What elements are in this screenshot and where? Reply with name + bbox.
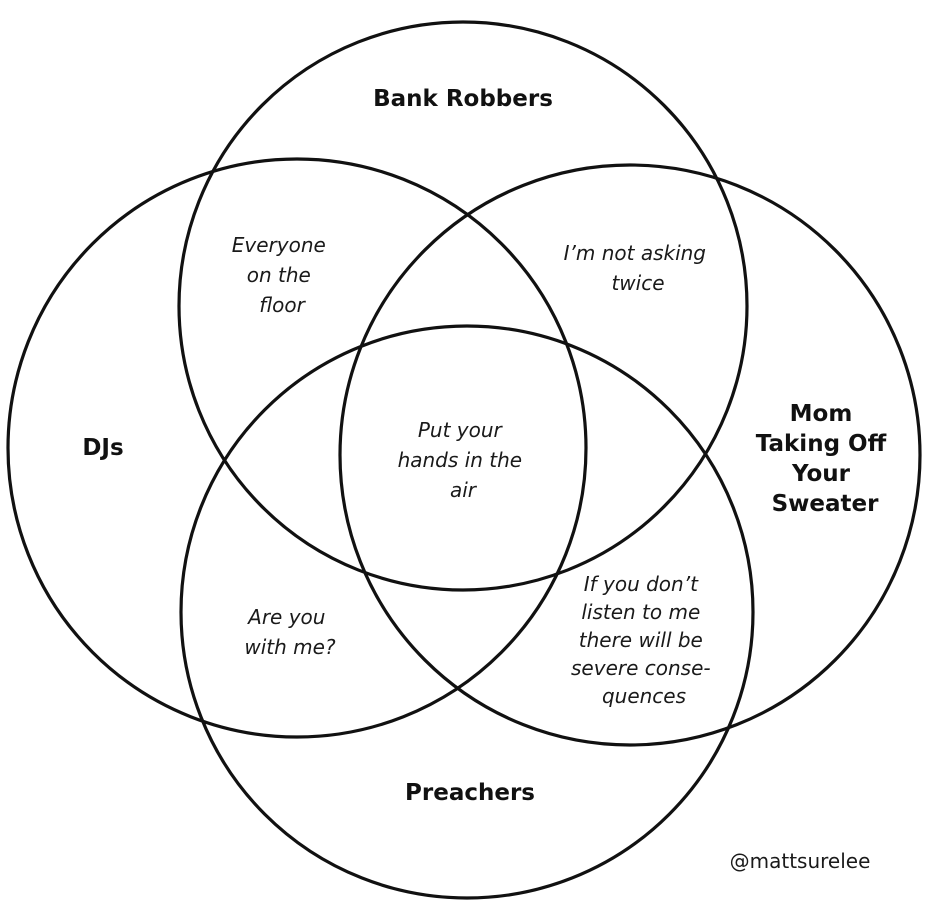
region-label-line: air [450, 478, 478, 502]
circle-mom-taking-off-your-sweater [338, 163, 922, 747]
region-label-bank-robbers-mom: I’m not asking twice [564, 241, 713, 295]
set-label-mom-line: Your [791, 461, 851, 487]
circle-preachers [179, 324, 755, 900]
region-label-line: with me? [244, 635, 336, 659]
region-label-line: Put your [418, 418, 504, 442]
set-label-mom-line: Mom [790, 401, 853, 427]
circle-bank-robbers [177, 20, 749, 592]
set-label-mom-line: Taking Off [756, 431, 887, 457]
region-label-line: on the [247, 263, 311, 287]
region-label-line: hands in the [398, 448, 523, 472]
region-label-line: Everyone [232, 233, 326, 257]
region-label-djs-preachers: Are you with me? [244, 605, 336, 659]
region-label-line: there will be [579, 628, 703, 652]
region-label-line: floor [259, 293, 306, 317]
region-label-line: twice [611, 271, 664, 295]
circle-djs [6, 157, 588, 739]
region-label-djs-bank-robbers: Everyone on the floor [232, 233, 332, 317]
region-label-line: Are you [246, 605, 325, 629]
credit-handle: @mattsurelee [730, 849, 871, 873]
set-label-bank-robbers: Bank Robbers [373, 86, 553, 112]
region-label-line: If you don’t [584, 572, 699, 596]
region-label-line: listen to me [581, 600, 700, 624]
region-label-line: quences [602, 684, 686, 708]
set-label-mom-line: Sweater [772, 491, 880, 517]
region-label-center: Put your hands in the air [398, 418, 529, 502]
region-label-line: I’m not asking [564, 241, 706, 265]
region-label-mom-preachers: If you don’t listen to me there will be … [571, 572, 717, 708]
set-label-preachers: Preachers [405, 780, 535, 806]
set-label-djs: DJs [82, 435, 123, 461]
region-label-line: severe conse- [571, 656, 711, 680]
set-label-mom-taking-off-your-sweater: Mom Taking Off Your Sweater [756, 401, 894, 517]
